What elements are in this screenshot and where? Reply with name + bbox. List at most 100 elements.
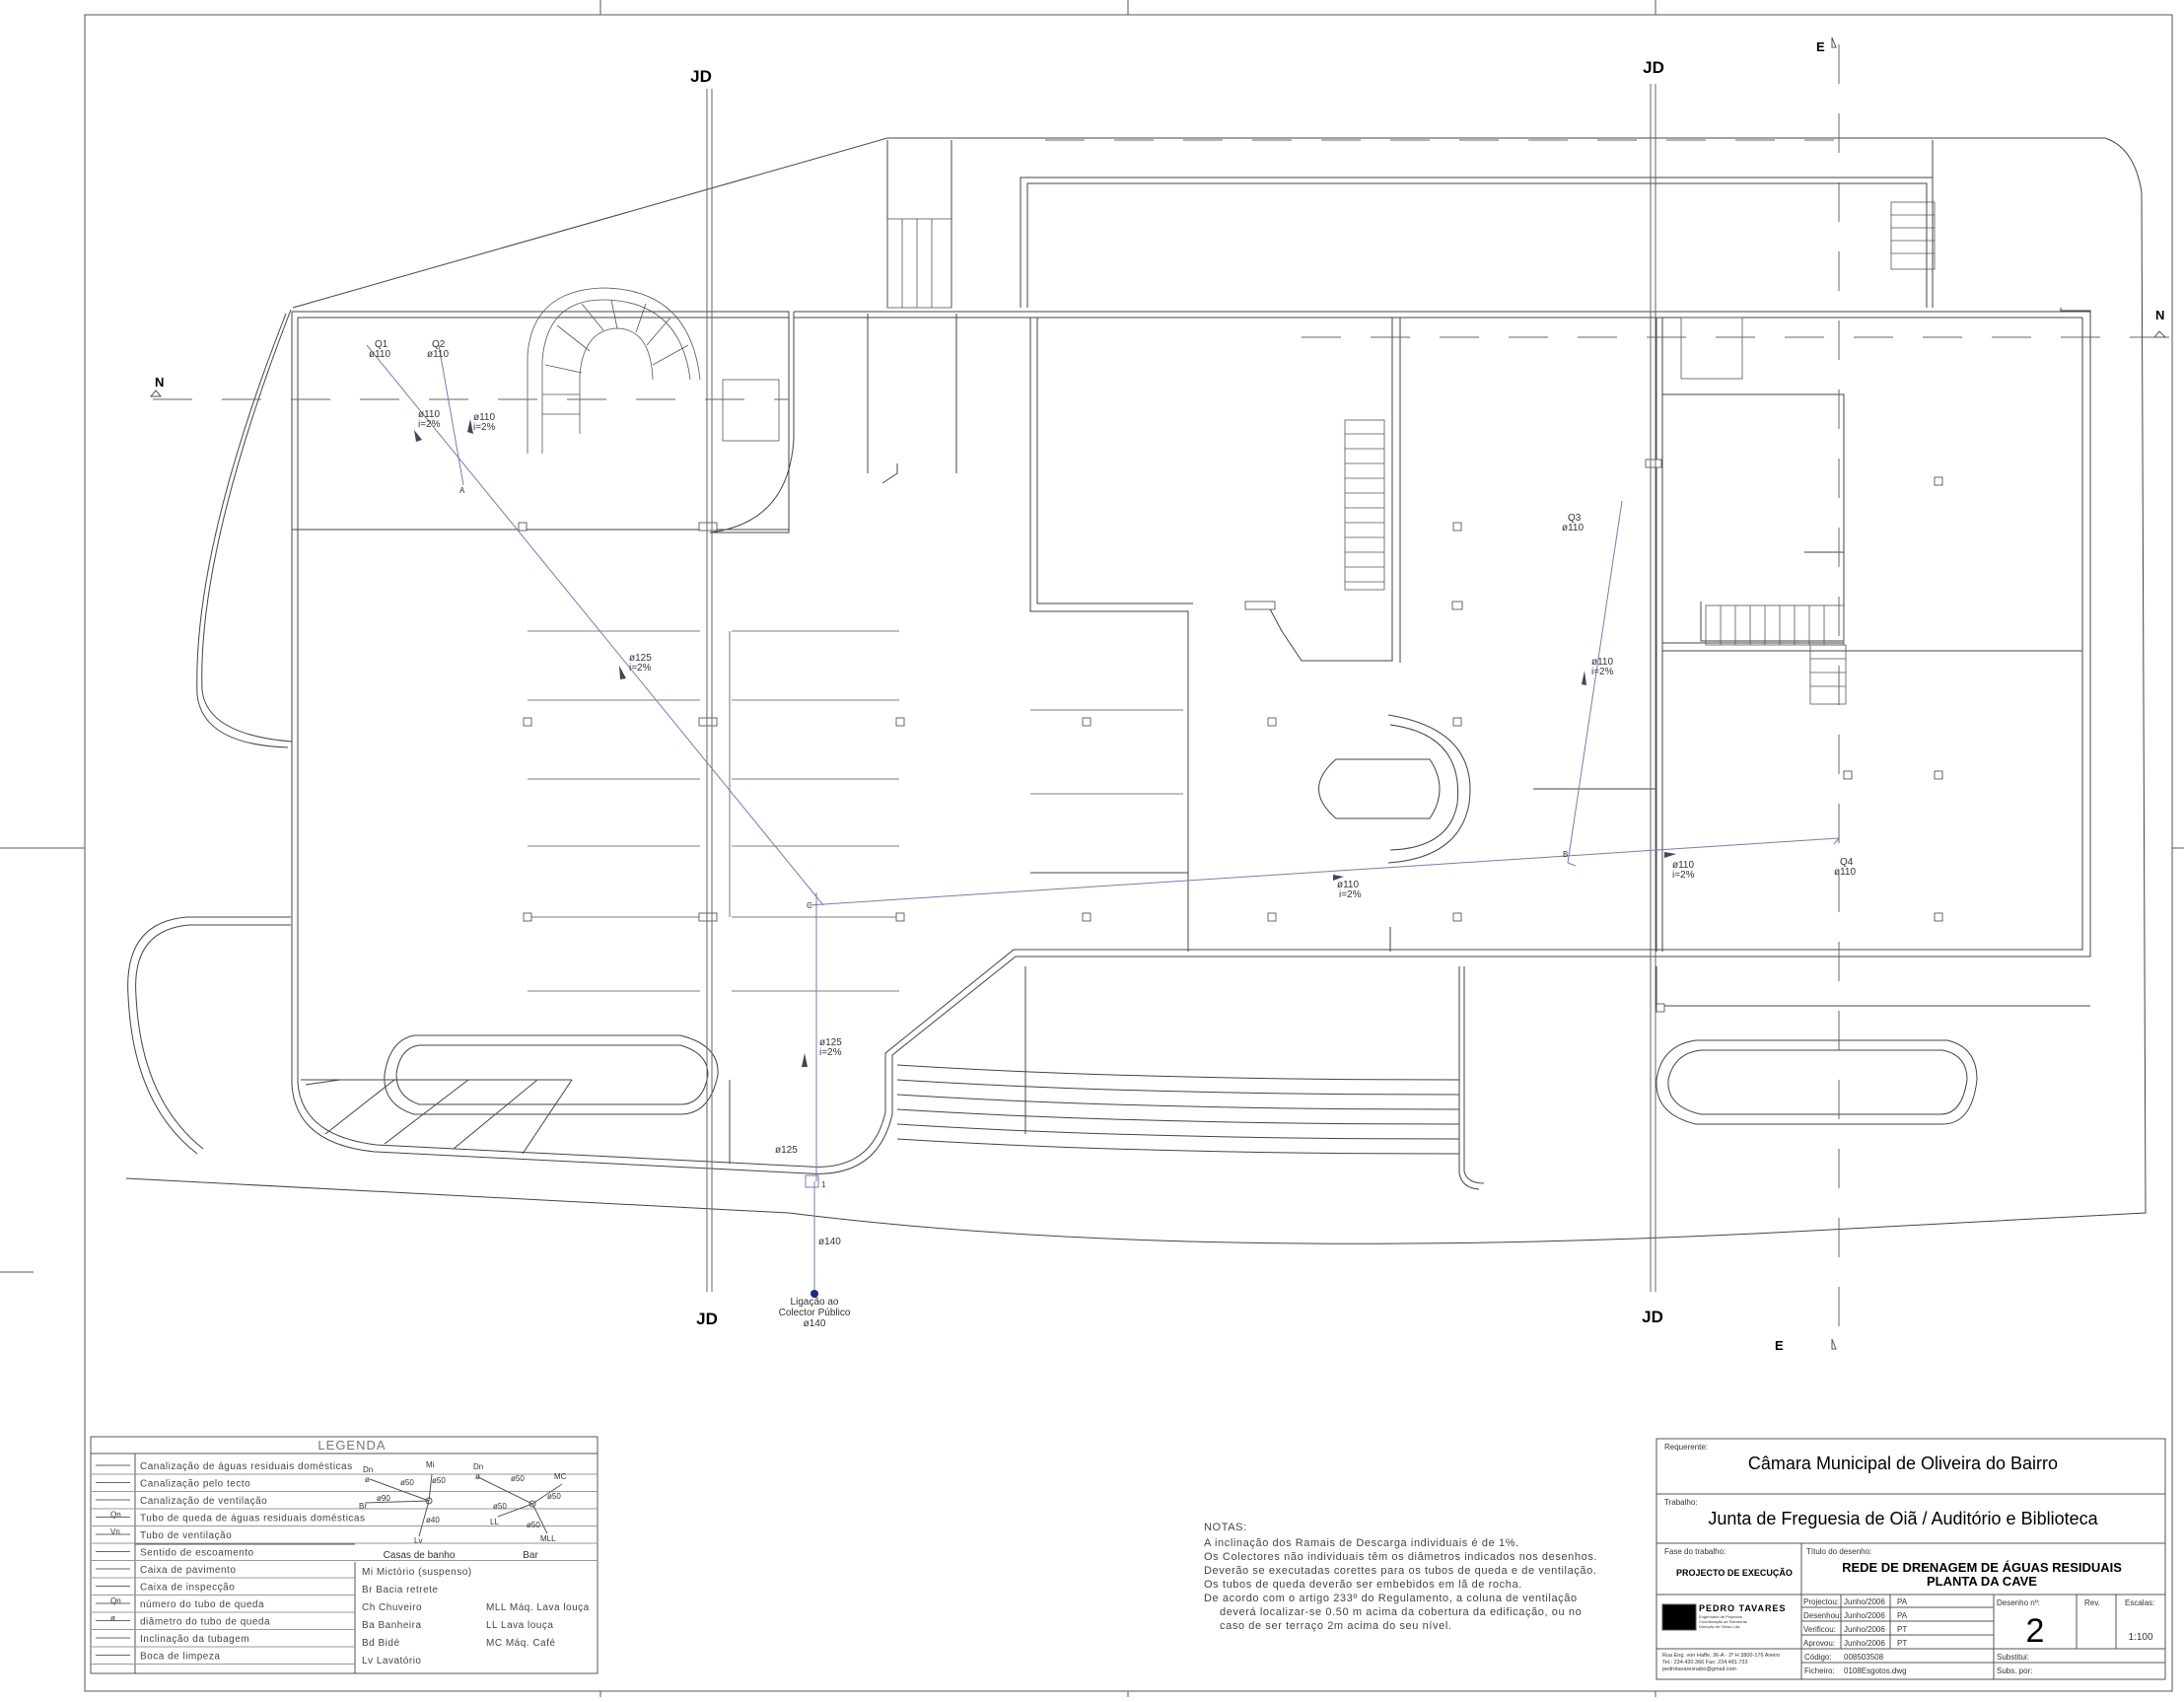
bath-d90: ø90 [377, 1494, 390, 1503]
titulo-label: Título do desenho: [1806, 1547, 1871, 1556]
legend-row-label: Tubo de queda de águas residuais domésti… [140, 1514, 366, 1525]
pipe-seg7-slope: i=2% [819, 1047, 842, 1058]
bar-d50b: ø50 [547, 1492, 561, 1501]
pipe-label-q3-diam: ø110 [1562, 523, 1584, 533]
legend-row-label: número do tubo de queda [140, 1599, 264, 1610]
company-address1: Rua Eng. von Haffe, 36-A - 2º H 3800-176… [1662, 1652, 1780, 1659]
node-b-label: B [1563, 850, 1568, 859]
legend-sketch-bath [364, 1473, 433, 1537]
legend-sketch-bar [477, 1476, 563, 1534]
bar-d50a: ø50 [511, 1474, 525, 1483]
legend-title: LEGENDA [317, 1438, 386, 1453]
pipe-seg2-slope: i=2% [473, 422, 496, 433]
role-label: Verificou: [1803, 1625, 1836, 1634]
legend-abbrev-item: MC Máq. Café [486, 1638, 555, 1649]
escala-value: 1:100 [2128, 1632, 2152, 1643]
fase-value: PROJECTO DE EXECUÇÃO [1676, 1568, 1793, 1578]
jd-axis-bottom-right-label: JD [1642, 1308, 1663, 1326]
stairs [527, 201, 1936, 705]
legend-row-label: diâmetro do tubo de queda [140, 1617, 270, 1628]
drainage-pipes [366, 344, 1840, 1292]
fase-label: Fase do trabalho: [1664, 1547, 1726, 1556]
legend-row-label: Boca de limpeza [140, 1652, 220, 1663]
role-date: Junho/2006 [1844, 1597, 1885, 1606]
bar-mc: MC [554, 1472, 567, 1481]
legend-abbrev-item: Br Bacia retrete [362, 1585, 438, 1596]
section-axis-lines [153, 44, 2174, 1341]
legend-abbrev-item: Ba Banheira [362, 1620, 422, 1631]
role-date: Junho/2006 [1844, 1611, 1885, 1620]
bar-phi: ø [475, 1472, 480, 1481]
jd-axis-top-right-label: JD [1643, 58, 1664, 77]
legend-abbreviations: Mi Mictório (suspenso) Br Bacia retreteCh… [362, 1567, 590, 1667]
company-logo [1661, 1603, 1697, 1631]
bar-mll: MLL [540, 1534, 556, 1543]
connection-label-line3: ø140 [804, 1318, 826, 1329]
ficheiro-label: Ficheiro: [1804, 1667, 1835, 1675]
role-initials: PA [1897, 1611, 1908, 1620]
notes-line: De acordo com o artigo 233º do Regulamen… [1204, 1593, 1578, 1604]
role-initials: PT [1897, 1639, 1907, 1648]
node-a-label: A [459, 486, 465, 495]
company-name: PEDRO TAVARES [1699, 1603, 1787, 1613]
bar-dn: Dn [473, 1462, 483, 1471]
pipe-seg3-diam: ø125 [629, 653, 652, 664]
connection-label-line2: Colector Público [779, 1308, 851, 1318]
pipe-label-q4: Q4 [1840, 857, 1854, 868]
jd-axis-lines [706, 84, 1656, 1292]
public-sewer-connection-point [810, 1290, 818, 1298]
node-1-label: 1 [821, 1180, 826, 1189]
pipe-seg5-diam: ø110 [1337, 880, 1359, 890]
legend-row-label: Tubo de ventilação [140, 1530, 232, 1541]
legend-abbrev-item: Ch Chuveiro [362, 1602, 422, 1613]
requerente-label: Requerente: [1664, 1443, 1708, 1452]
legend-row-label: Caixa de inspecção [140, 1583, 235, 1594]
pipe-seg8-diam: ø125 [775, 1145, 798, 1156]
bar-ll: LL [490, 1518, 499, 1526]
notes-line: Os Colectores não individuais têm os diâ… [1204, 1551, 1597, 1563]
company-sub3: Direcção de Obras Lda. [1699, 1624, 1740, 1629]
jd-axis-bottom-left-label: JD [696, 1310, 718, 1328]
role-date: Junho/2006 [1844, 1639, 1885, 1648]
pipe-label-q3: Q3 [1568, 513, 1582, 524]
pipe-label-q1-diam: ø110 [369, 349, 390, 360]
bath-dn: Dn [363, 1465, 373, 1474]
bar-d50d: ø50 [527, 1521, 540, 1529]
legend-row-label: Canalização de águas residuais doméstica… [140, 1461, 353, 1472]
section-markers [149, 36, 2167, 1350]
legend: LEGENDA Canalização de águas residuais d… [90, 1436, 599, 1674]
bath-d50b: ø50 [432, 1476, 446, 1485]
notes-line: Os tubos de queda deverão ser embebidos … [1204, 1579, 1522, 1591]
pipe-seg4-slope: i=2% [1591, 667, 1614, 677]
company-address3: pedrotavaresnabo@gmail.com [1662, 1667, 1736, 1672]
codigo-label: Código: [1804, 1653, 1832, 1662]
legend-abbrev-item: MLL Máq. Lava louça [486, 1602, 590, 1613]
building-walls [291, 140, 2091, 1190]
company-sub1: Engenharia de Projectos [1699, 1614, 1742, 1619]
site-outline [125, 137, 2147, 1244]
legend-row-label: Inclinação da tubagem [140, 1634, 249, 1645]
bath-phi: ø [365, 1475, 370, 1484]
trabalho-label: Trabalho: [1664, 1498, 1698, 1507]
pipe-label-q2-diam: ø110 [427, 349, 449, 360]
legend-abbrev-item: Mi Mictório (suspenso) [362, 1567, 472, 1578]
connection-label-line1: Ligação ao [791, 1297, 839, 1308]
notes-line: A inclinação dos Ramais de Descarga indi… [1204, 1537, 1519, 1549]
subs-por-label: Subs. por: [1997, 1667, 2032, 1675]
role-initials: PA [1897, 1597, 1908, 1606]
title-block [1656, 1438, 2166, 1680]
bath-lv: Lv [414, 1536, 422, 1545]
node-c-label: C [807, 901, 812, 910]
role-label: Aprovou: [1803, 1639, 1835, 1648]
pipe-seg6-slope: i=2% [1672, 870, 1695, 881]
auditorium-curves [127, 714, 1978, 1164]
legend-row-label: Canalização de ventilação [140, 1496, 267, 1507]
pipe-seg7-diam: ø125 [819, 1037, 842, 1048]
requerente-value: Câmara Municipal de Oliveira do Bairro [1748, 1454, 2058, 1473]
substitui-label: Substitui: [1997, 1653, 2029, 1662]
jd-axis-top-left-label: JD [690, 67, 712, 86]
pipe-label-q4-diam: ø110 [1834, 867, 1856, 878]
